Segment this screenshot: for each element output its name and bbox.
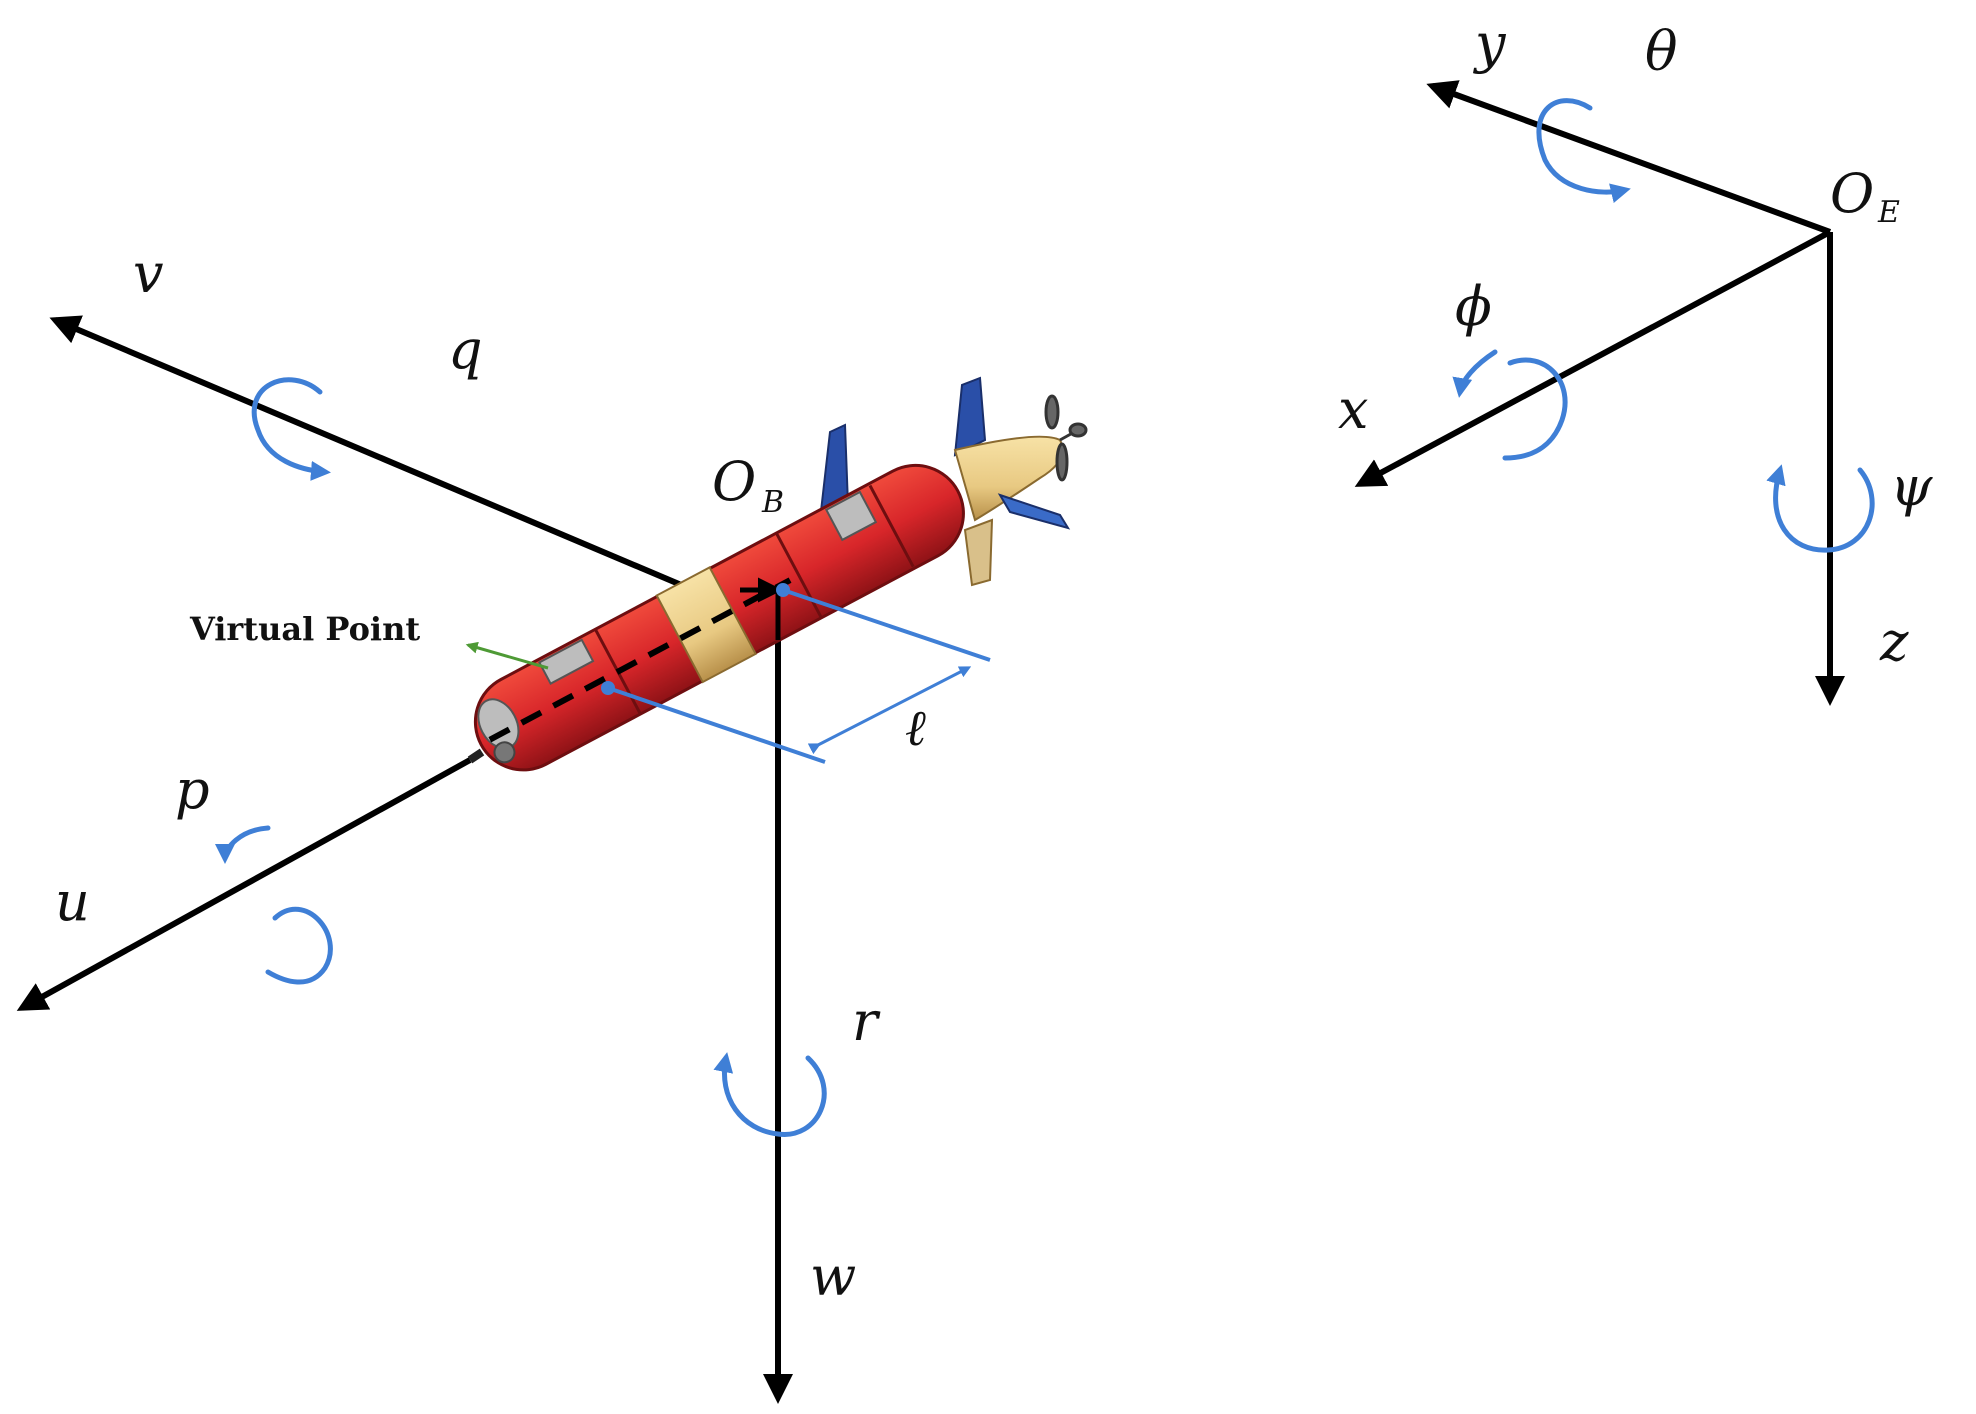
p-rotation-label: p	[175, 758, 210, 821]
propeller	[1044, 394, 1088, 482]
q-rotation-label: q	[448, 318, 483, 381]
auv-vehicle	[467, 376, 1088, 772]
psi-rotation-label: ψ	[1890, 455, 1933, 518]
phi-rotation-icon	[1460, 349, 1568, 461]
offset-label: ℓ	[905, 699, 926, 757]
p-rotation-icon	[225, 825, 333, 985]
psi-rotation-icon	[1766, 464, 1875, 553]
x-axis-label: x	[1338, 378, 1368, 441]
offset-dimension-arrow	[807, 666, 972, 755]
x-axis	[1354, 229, 1832, 487]
r-rotation-icon	[713, 1052, 827, 1137]
svg-text:O: O	[712, 450, 756, 513]
side-fin	[997, 493, 1071, 530]
offset-line-virtual	[607, 686, 826, 764]
u-axis-label: u	[55, 870, 90, 933]
hull-centerline	[488, 577, 792, 743]
hull-tan-band	[655, 565, 758, 684]
virtual-point-label: Virtual Point	[189, 610, 420, 648]
u-axis	[16, 757, 472, 1011]
v-axis-label: v	[133, 242, 164, 305]
r-rotation-label: r	[852, 990, 881, 1053]
theta-rotation-icon	[1536, 98, 1631, 203]
svg-text:B: B	[761, 485, 784, 520]
lower-fin	[963, 518, 994, 587]
offset-line-origin	[782, 588, 991, 662]
phi-rotation-label: ϕ	[1455, 275, 1492, 338]
w-axis-label: w	[810, 1245, 856, 1308]
y-axis	[1426, 80, 1832, 235]
origin-b-label: O B	[712, 450, 784, 520]
origin-e-label: O E	[1830, 162, 1900, 230]
v-axis	[49, 315, 714, 601]
y-axis-label: y	[1473, 12, 1507, 75]
svg-text:E: E	[1877, 195, 1900, 230]
theta-rotation-label: θ	[1645, 20, 1678, 83]
virtual-point-arrow	[465, 641, 549, 670]
q-rotation-icon	[251, 377, 331, 481]
z-axis-label: z	[1879, 610, 1909, 673]
svg-text:O: O	[1830, 162, 1874, 225]
